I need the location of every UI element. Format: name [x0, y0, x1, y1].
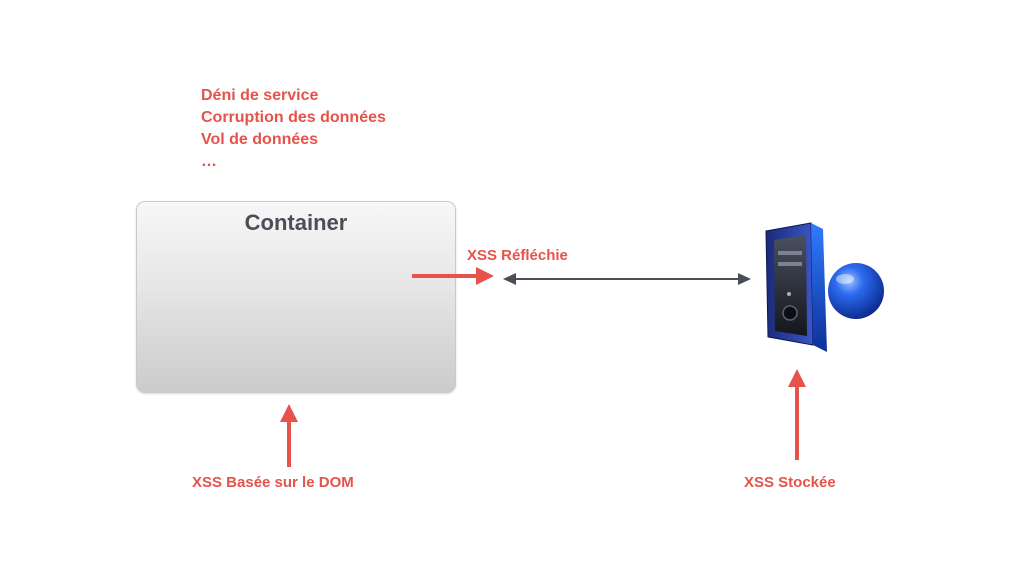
- impact-item: Corruption des données: [201, 109, 386, 126]
- container-title: Container: [244, 210, 348, 235]
- connection-arrow: [503, 273, 751, 285]
- impact-item: …: [201, 153, 217, 170]
- container-box: Container: [136, 201, 456, 393]
- impact-list: Déni de service Corruption des données V…: [201, 85, 386, 173]
- reflected-xss-label: XSS Réfléchie: [467, 247, 568, 264]
- stored-xss-arrow: [788, 369, 806, 460]
- stored-xss-label: XSS Stockée: [744, 474, 836, 491]
- impact-item: Vol de données: [201, 131, 319, 148]
- server-icon: [765, 222, 884, 352]
- impact-item: Déni de service: [201, 87, 319, 104]
- dom-xss-arrow: [280, 404, 298, 467]
- dom-xss-label: XSS Basée sur le DOM: [192, 474, 354, 491]
- reflected-xss-arrow: [412, 267, 494, 285]
